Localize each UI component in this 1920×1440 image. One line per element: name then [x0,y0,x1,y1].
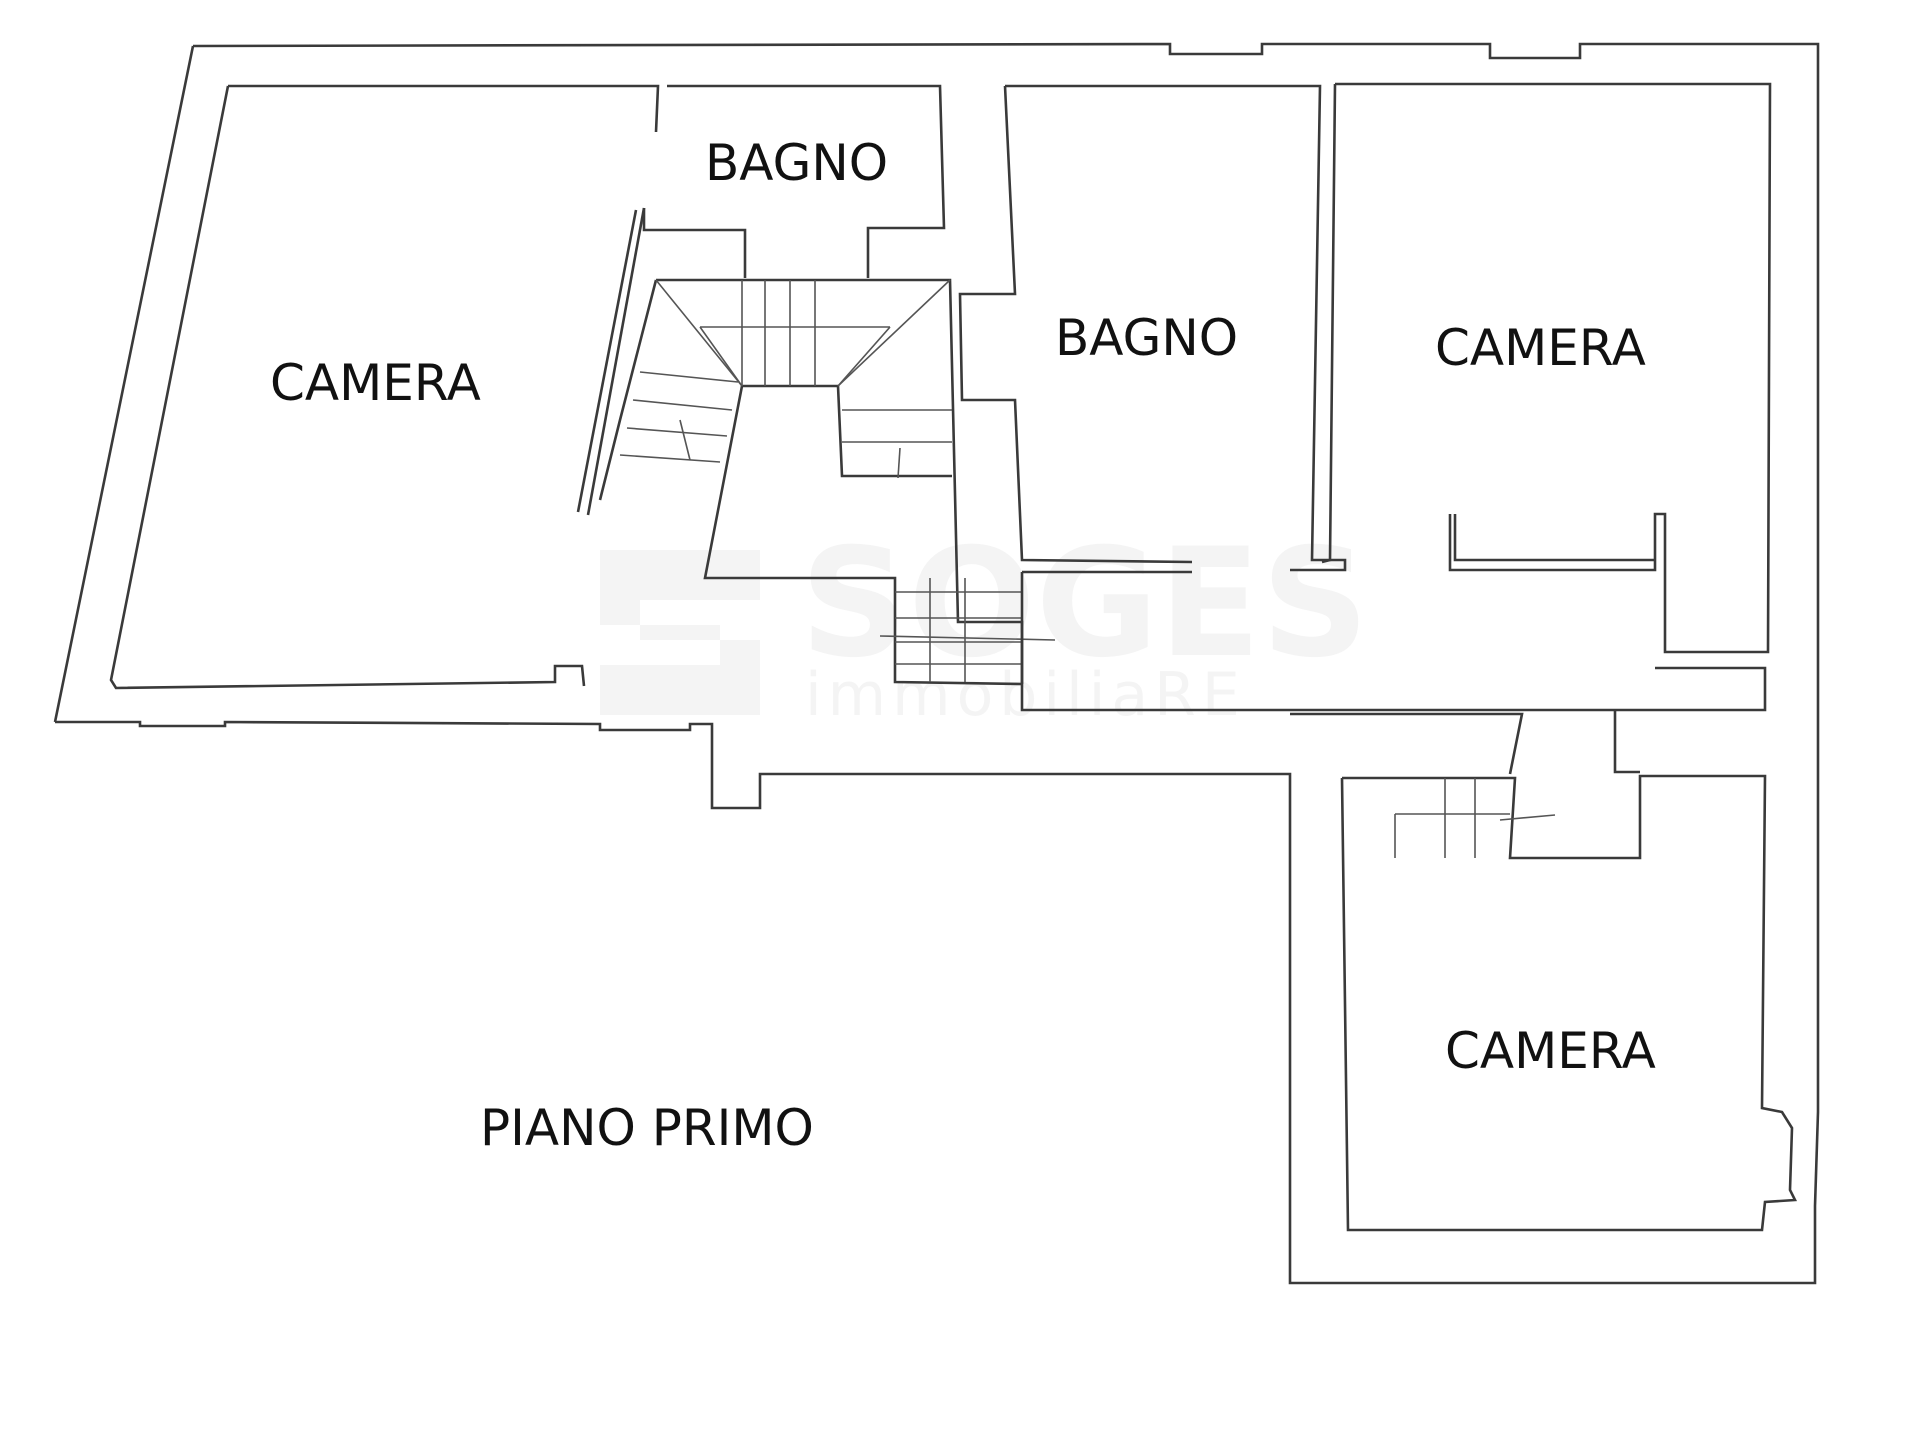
room-label-bagno-top: BAGNO [705,134,888,192]
room-camera-right [1321,82,1772,654]
room-label-camera-right: CAMERA [1435,319,1646,377]
room-label-camera-left: CAMERA [270,354,481,412]
watermark-tagline: immobiliaRE [805,660,1246,730]
room-bagno-top [576,84,946,516]
outer-walls [53,42,1820,1285]
room-camera-bottom [1340,774,1798,1232]
corridor [1020,572,1767,775]
room-camera-left [109,84,660,690]
floor-title: PIANO PRIMO [480,1099,814,1157]
room-label-bagno-center: BAGNO [1055,309,1238,367]
watermark-logo: SOGES immobiliaRE [600,517,1369,730]
watermark-emblem-icon [600,550,760,715]
room-label-camera-bottom: CAMERA [1445,1022,1656,1080]
